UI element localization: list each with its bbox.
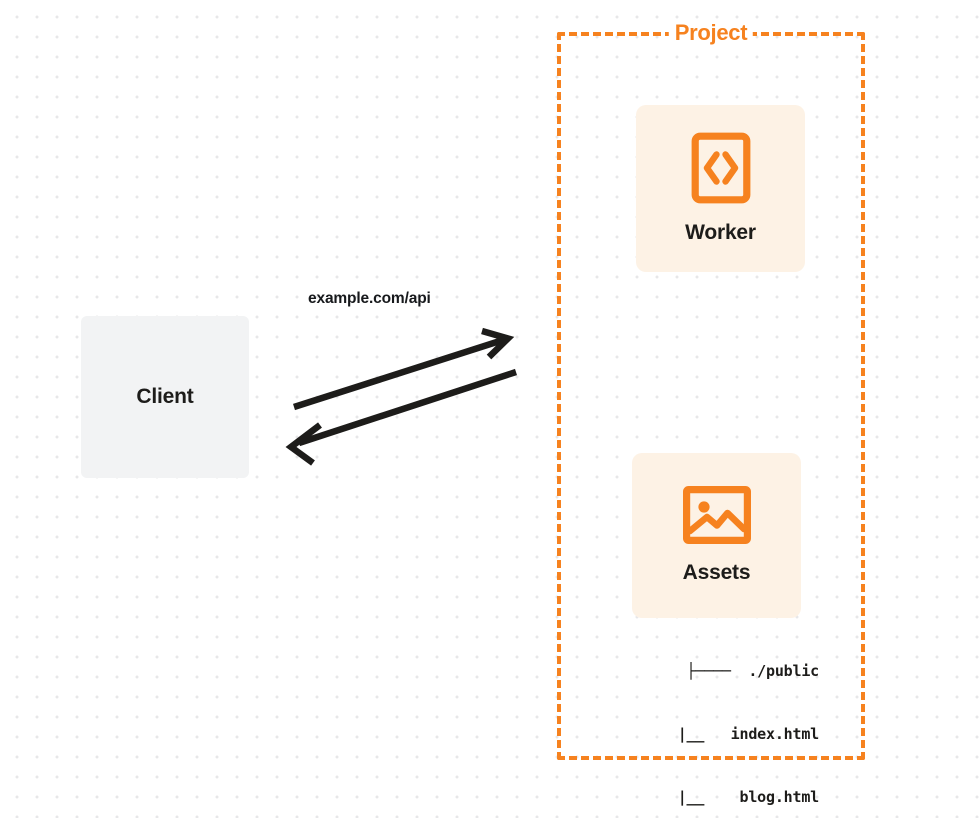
code-brackets-icon [691,132,751,209]
client-label: Client [136,385,194,408]
project-title: Project [668,20,754,46]
project-container: Project Worker Assets [557,20,865,806]
assets-file-tree: ├──── ./public |__ index.html |__ blog.h… [569,619,820,818]
response-arrow [285,368,518,466]
assets-card[interactable]: Assets [632,453,801,618]
assets-label: Assets [682,561,751,584]
file-tree-line: ├──── ./public [686,662,820,680]
worker-card[interactable]: Worker [636,105,805,272]
worker-label: Worker [685,221,756,244]
client-node[interactable]: Client [81,316,249,478]
file-tree-line: |__ blog.html [642,788,820,806]
image-icon [682,485,751,549]
request-arrow [293,327,515,411]
file-tree-line: |__ index.html [642,725,820,743]
connection-label: example.com/api [308,290,431,307]
